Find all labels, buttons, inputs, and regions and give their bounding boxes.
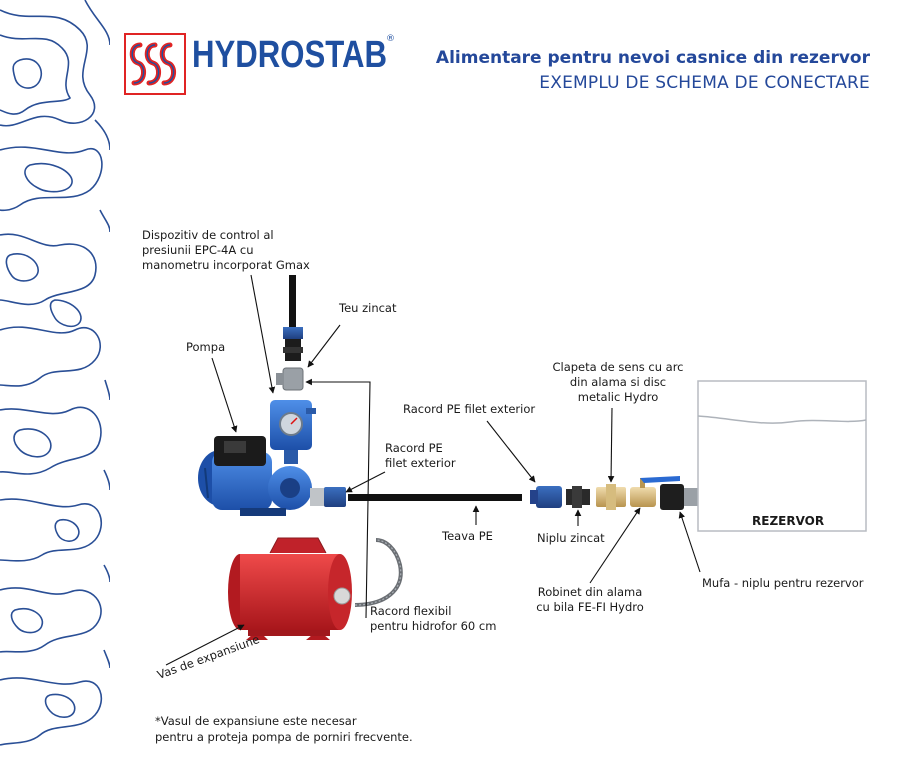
tank-socket	[660, 484, 698, 510]
label-control-device: Dispozitiv de control al presiunii EPC-4…	[142, 228, 310, 272]
label-pump: Pompa	[186, 340, 226, 354]
brand-name: HYDROSTAB	[192, 34, 388, 76]
outlet-pe-fitting	[310, 487, 346, 507]
water-tank	[697, 380, 867, 532]
page-title: Alimentare pentru nevoi casnice din reze…	[435, 48, 870, 68]
label-racord-pe-right: Racord PE filet exterior	[403, 402, 536, 416]
flexible-hose	[354, 538, 403, 607]
ball-valve	[630, 476, 680, 507]
pe-pipe	[348, 494, 522, 501]
registered-mark: ®	[386, 34, 395, 44]
label-pe-pipe: Teava PE	[442, 529, 493, 543]
check-valve	[596, 484, 626, 510]
label-flex-hose: Racord flexibil pentru hidrofor 60 cm	[370, 604, 497, 633]
vertical-pipe	[289, 275, 296, 327]
label-tank-socket: Mufa - niplu pentru rezervor	[702, 576, 864, 590]
label-check-valve: Clapeta de sens cu arc din alama si disc…	[552, 360, 684, 404]
label-tank: REZERVOR	[752, 514, 825, 528]
label-tee: Teu zincat	[339, 301, 397, 315]
topographic-pattern	[0, 0, 110, 746]
pressure-controller	[270, 400, 316, 464]
page-subtitle: EXEMPLU DE SCHEMA DE CONECTARE	[539, 73, 870, 93]
hydrostab-logo-mark	[124, 33, 186, 95]
label-ball-valve: Robinet din alama cu bila FE-FI Hydro	[536, 585, 644, 614]
galvanized-tee	[276, 367, 304, 391]
right-pe-fitting	[530, 486, 562, 508]
label-racord-pe-left: Racord PE filet exterior	[385, 441, 456, 470]
footnote: *Vasul de expansiune este necesar pentru…	[155, 714, 413, 744]
pump	[198, 436, 312, 516]
label-nipple: Niplu zincat	[537, 531, 605, 545]
top-pe-fitting	[283, 327, 303, 361]
galvanized-nipple	[566, 486, 590, 508]
expansion-vessel	[228, 537, 352, 640]
